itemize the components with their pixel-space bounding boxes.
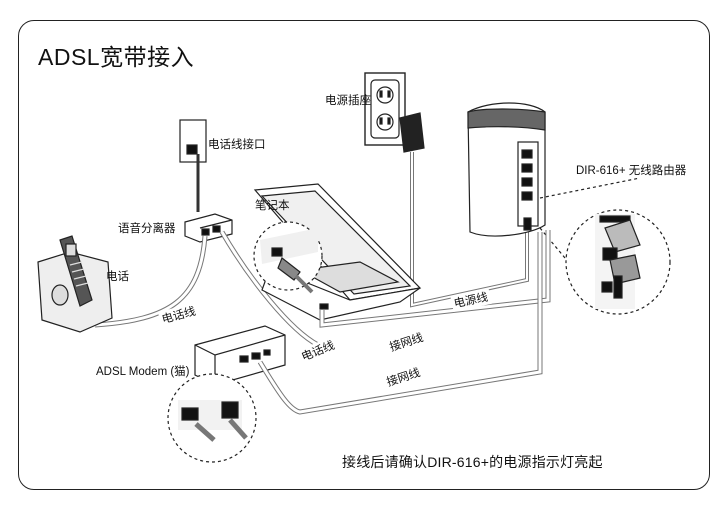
laptop-port-zoom-icon xyxy=(253,221,323,294)
modem-label: ADSL Modem (猫) xyxy=(96,366,190,378)
power-adapter-icon xyxy=(399,112,425,153)
modem-port-zoom-icon xyxy=(167,373,257,463)
laptop-label: 笔记本 xyxy=(255,200,290,212)
footer-instruction: 接线后请确认DIR-616+的电源指示灯亮起 xyxy=(342,454,603,470)
power-outlet-label: 电源插座 xyxy=(325,95,371,107)
router-label: DIR-616+ 无线路由器 xyxy=(576,165,687,177)
diagram-frame xyxy=(18,20,710,490)
router-port-zoom-icon xyxy=(539,177,671,315)
splitter-label: 语音分离器 xyxy=(118,223,176,235)
router-device-icon xyxy=(467,102,546,237)
power-outlet-icon xyxy=(364,72,406,146)
page-title: ADSL宽带接入 xyxy=(38,44,195,70)
laptop-icon xyxy=(253,183,422,321)
phone-label: 电话 xyxy=(106,271,129,283)
telephone-icon xyxy=(37,235,113,333)
phone-jack-label: 电话线接口 xyxy=(208,139,266,151)
splitter-device-icon xyxy=(184,213,233,243)
phone-jack-wall-icon xyxy=(179,119,207,163)
